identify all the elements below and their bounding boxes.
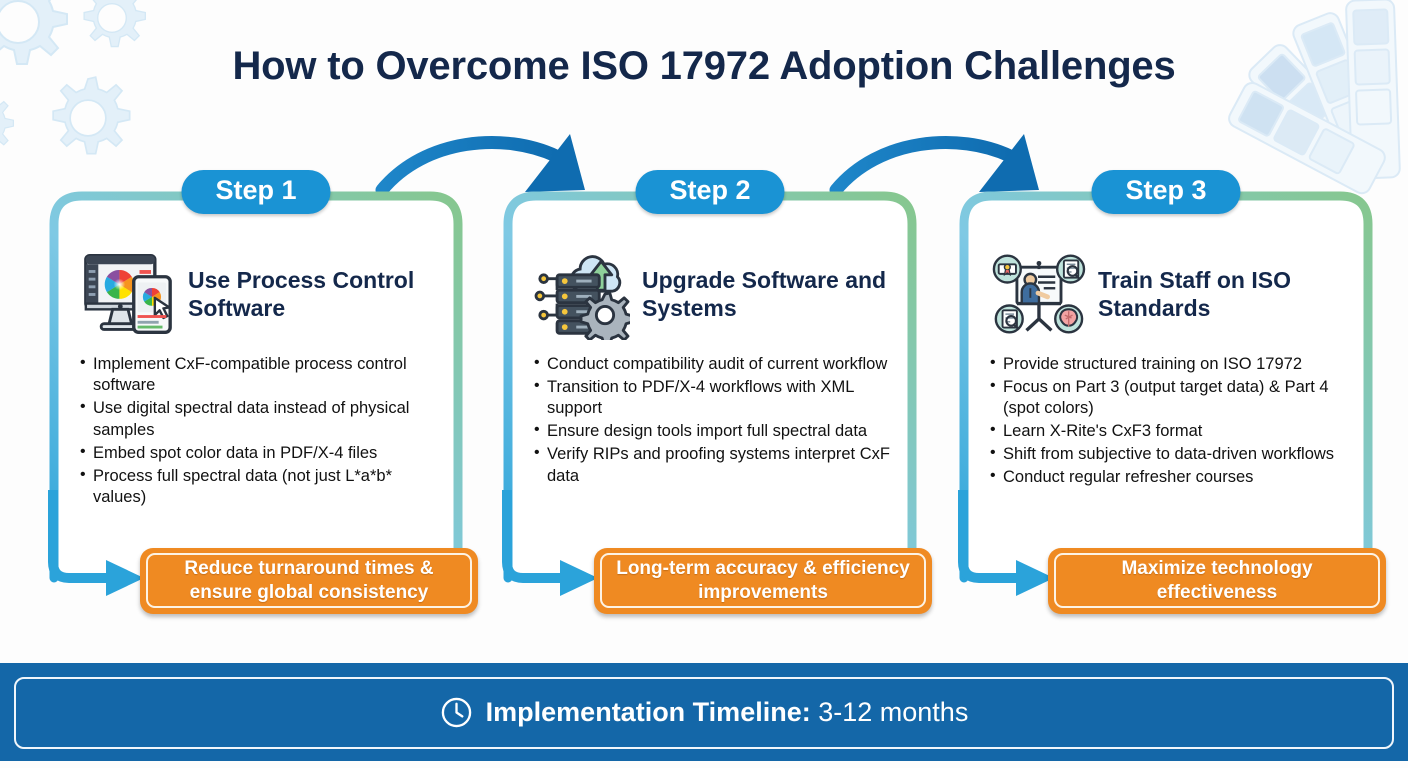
step-card-2[interactable]: Step 2 (500, 170, 920, 586)
outcome-text: Long-term accuracy & efficiency improvem… (616, 558, 910, 603)
step-heading-2: Upgrade Software and Systems (642, 266, 887, 321)
bullet-item: Shift from subjective to data-driven wor… (990, 443, 1348, 465)
implementation-timeline-bar: Implementation Timeline: 3-12 months (0, 663, 1408, 761)
bullet-item: Ensure design tools import full spectral… (534, 420, 892, 442)
bullet-item: Provide structured training on ISO 17972 (990, 353, 1348, 375)
page-title: How to Overcome ISO 17972 Adoption Chall… (232, 44, 1176, 88)
step-badge-1: Step 1 (181, 170, 331, 214)
outcomes-row: Reduce turnaround times & ensure global … (0, 490, 1408, 628)
outcome-text: Maximize technology effectiveness (1121, 558, 1313, 603)
step-card-1[interactable]: Step 1 (46, 170, 466, 586)
bullet-item: Conduct regular refresher courses (990, 466, 1348, 488)
bullet-item: Transition to PDF/X-4 workflows with XML… (534, 376, 892, 420)
step-bullets-2: Conduct compatibility audit of current w… (518, 353, 902, 489)
clock-icon (441, 697, 471, 727)
arrow-step2-to-step3 (829, 134, 1039, 197)
server-cloud-gear-icon (534, 255, 630, 340)
outcome-inner-ring (146, 553, 472, 608)
color-swatch-fan-decoration (1228, 0, 1401, 195)
outcome-badge-3: Maximize technology effectiveness (1048, 548, 1386, 614)
bullet-item: Focus on Part 3 (output target data) & P… (990, 376, 1348, 420)
arrow-step1-to-step2 (375, 134, 585, 197)
step-bullets-3: Provide structured training on ISO 17972… (974, 353, 1358, 490)
bullet-item: Learn X-Rite's CxF3 format (990, 420, 1348, 442)
bullet-item: Conduct compatibility audit of current w… (534, 353, 892, 375)
elbow-arrow-3 (958, 490, 1054, 596)
step-badge-3: Step 3 (1091, 170, 1241, 214)
bullet-item: Verify RIPs and proofing systems interpr… (534, 443, 892, 487)
step-heading-3: Train Staff on ISO Standards (1098, 266, 1291, 321)
outcome-inner-ring (600, 553, 926, 608)
elbow-arrow-1 (48, 490, 144, 596)
bullet-item: Use digital spectral data instead of phy… (80, 397, 438, 441)
step-badge-2: Step 2 (635, 170, 785, 214)
step-bullets-1: Implement CxF-compatible process control… (64, 353, 448, 510)
steps-row: Step 1 (0, 170, 1408, 606)
elbow-arrow-2 (502, 490, 598, 596)
step-card-3[interactable]: Step 3 (956, 170, 1376, 586)
bullet-item: Process full spectral data (not just L*a… (80, 465, 438, 509)
timeline-value: 3-12 months (818, 696, 969, 727)
timeline-label: Implementation Timeline: (485, 696, 811, 727)
timeline-text: Implementation Timeline: 3-12 months (486, 697, 969, 728)
outcome-text: Reduce turnaround times & ensure global … (184, 558, 434, 603)
outcome-inner-ring (1054, 553, 1380, 608)
gears-decoration (0, 0, 147, 155)
bullet-item: Embed spot color data in PDF/X-4 files (80, 442, 438, 464)
outcome-badge-1: Reduce turnaround times & ensure global … (140, 548, 478, 614)
training-presentation-icon (992, 254, 1086, 334)
monitor-color-wheel-icon (84, 253, 172, 335)
outcome-badge-2: Long-term accuracy & efficiency improvem… (594, 548, 932, 614)
timeline-inner-ring (14, 677, 1394, 749)
step-heading-1: Use Process Control Software (188, 266, 415, 321)
bullet-item: Implement CxF-compatible process control… (80, 353, 438, 397)
